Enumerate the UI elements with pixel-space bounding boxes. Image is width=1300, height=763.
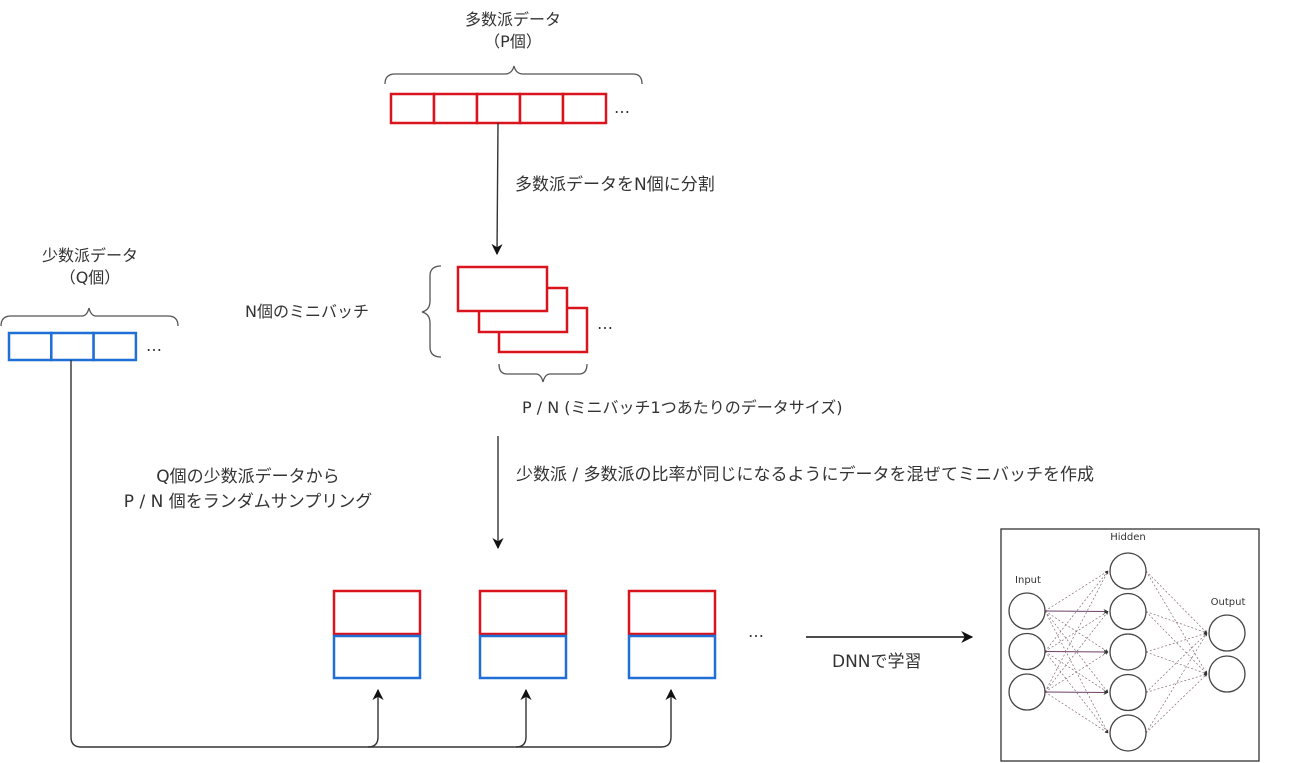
- nn-hidden-label: Hidden: [1110, 532, 1146, 543]
- minibatches-label: N個のミニバッチ: [245, 302, 369, 321]
- nn-input-node: [1008, 673, 1046, 711]
- nn-edge: [1145, 632, 1208, 653]
- minority-data-cell: [7, 331, 53, 362]
- majority-data-row: [389, 92, 608, 125]
- nn-edge: [1145, 651, 1208, 675]
- mix-label: 少数派 / 多数派の比率が同じになるようにデータを混ぜてミニバッチを作成: [516, 465, 1095, 485]
- nn-output-node: [1208, 614, 1246, 652]
- minority-data-cell: [92, 331, 138, 362]
- nn-edge: [1145, 570, 1208, 634]
- nn-edge: [1044, 691, 1109, 734]
- nn-nodes: [1008, 552, 1246, 752]
- minority-data-cell: [50, 331, 95, 362]
- nn-edge: [1044, 649, 1109, 655]
- mixed-minority-part: [627, 634, 717, 680]
- sampling-label-line1: Q個の少数派データから: [156, 467, 340, 487]
- batch-size-brace: [498, 363, 588, 383]
- minibatches-brace: [421, 265, 442, 358]
- majority-title: 多数派データ: [464, 10, 562, 29]
- mixed-majority-part: [478, 589, 568, 636]
- nn-edge: [1044, 611, 1109, 693]
- minority-count: （Q個）: [59, 268, 121, 287]
- majority-data-cell: [561, 92, 608, 125]
- mixed-minority-part: [478, 634, 568, 680]
- nn-output-node: [1208, 655, 1246, 693]
- nn-edges: [1044, 570, 1208, 734]
- nn-input-label: Input: [1015, 575, 1041, 586]
- minority-data-row: [7, 331, 138, 362]
- nn-hidden-node: [1109, 552, 1147, 590]
- nn-edge: [1145, 611, 1208, 675]
- nn-hidden-node: [1109, 714, 1147, 752]
- split-arrow: [491, 122, 503, 256]
- majority-count: （P個）: [484, 32, 542, 51]
- batch-size-label: P / N (ミニバッチ1つあたりのデータサイズ): [522, 398, 843, 417]
- majority-data-cell: [475, 92, 522, 125]
- minority-title: 少数派データ: [41, 246, 139, 265]
- nn-output-label: Output: [1210, 597, 1246, 608]
- mixed-batches: [332, 589, 717, 680]
- nn-edge: [1044, 610, 1109, 693]
- nn-input-node: [1008, 632, 1046, 671]
- sampling-label-line2: P / N 個をランダムサンプリング: [123, 492, 373, 512]
- split-label: 多数派データをN個に分割: [515, 175, 715, 195]
- nn-edge: [1145, 632, 1208, 734]
- minibatch-ellipsis: …: [597, 314, 613, 333]
- minibatch-stack-1: [456, 265, 549, 313]
- majority-data-cell: [432, 92, 479, 125]
- mixed-majority-part: [627, 589, 717, 636]
- sampling-arrow-2: [515, 688, 532, 748]
- mixed-minority-part: [332, 634, 422, 680]
- nn-edge: [1145, 673, 1208, 693]
- train-label: DNNで学習: [832, 652, 922, 672]
- nn-edge: [1044, 651, 1109, 734]
- minority-brace: [0, 307, 179, 327]
- nn-edge: [1044, 608, 1109, 614]
- nn-edge: [1044, 689, 1109, 695]
- nn-hidden-node: [1109, 673, 1147, 712]
- mixed-majority-part: [332, 589, 422, 636]
- nn-input-node: [1008, 592, 1046, 630]
- nn-edge: [1044, 570, 1109, 612]
- mixed-minibatch: [478, 589, 568, 680]
- mixed-ellipsis: …: [748, 622, 764, 641]
- nn-edge: [1044, 570, 1109, 652]
- minority-ellipsis: …: [146, 336, 162, 355]
- majority-ellipsis: …: [614, 98, 630, 117]
- sampling-arrow-1: [367, 688, 384, 748]
- sampling-path: [70, 360, 672, 748]
- nn-hidden-node: [1109, 633, 1147, 671]
- nn-edge: [1044, 570, 1109, 693]
- majority-data-cell: [389, 92, 436, 125]
- majority-data-cell: [518, 92, 565, 125]
- nn-hidden-node: [1109, 592, 1147, 631]
- majority-brace: [384, 65, 643, 85]
- nn-edge: [1044, 651, 1109, 693]
- mixed-minibatch: [332, 589, 422, 680]
- nn-edge: [1145, 611, 1208, 634]
- mixed-minibatch: [627, 589, 717, 680]
